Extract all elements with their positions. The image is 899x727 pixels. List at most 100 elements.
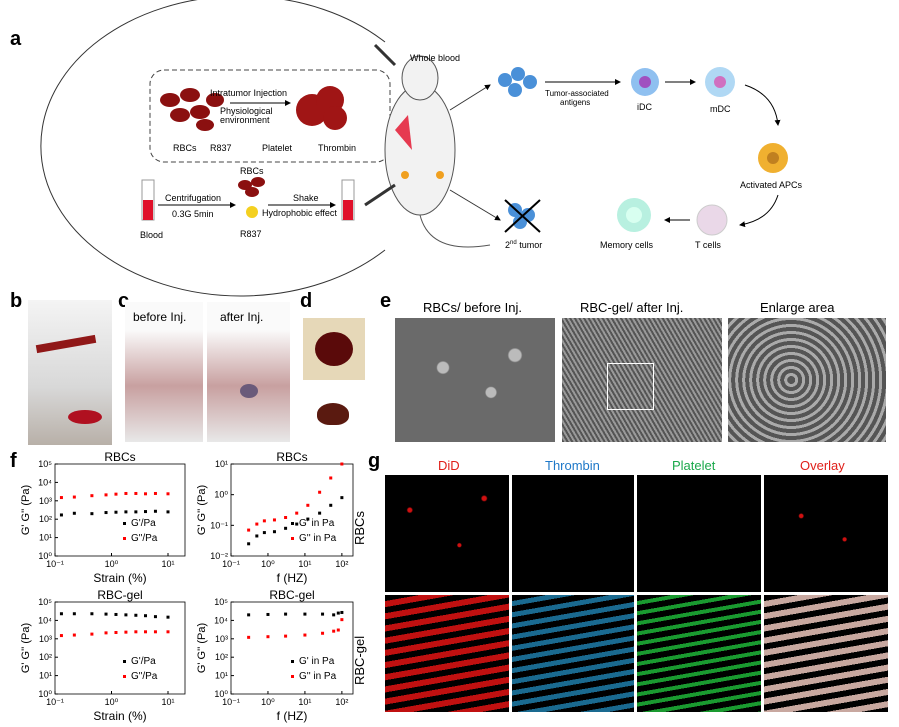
row-label-rbcs: RBCs — [352, 511, 367, 545]
data-point — [247, 528, 251, 532]
data-point — [295, 511, 299, 515]
data-point — [59, 513, 63, 517]
data-point — [255, 522, 259, 526]
sem-rbcs — [395, 318, 555, 442]
tumor-marker — [395, 115, 412, 150]
legend-marker — [291, 660, 294, 663]
legend-label: G"/Pa — [131, 671, 158, 682]
fluor-rbcs-did — [385, 475, 509, 592]
data-point — [144, 492, 148, 496]
data-point — [72, 495, 76, 499]
data-point — [247, 613, 251, 617]
fluor-rbcs-platelet — [637, 475, 761, 592]
y-tick-label: 10² — [39, 652, 52, 662]
x-tick-label: 10¹ — [298, 559, 311, 569]
data-point — [114, 492, 118, 496]
data-point — [134, 613, 138, 617]
panel-label-f: f — [10, 450, 17, 472]
data-point — [144, 510, 148, 514]
sem-title-2: RBC-gel/ after Inj. — [580, 300, 684, 315]
syringe-bottom — [364, 183, 396, 207]
data-point — [72, 511, 76, 515]
chart-frame — [230, 601, 354, 695]
legend-marker — [123, 675, 126, 678]
gel-photo-top — [303, 318, 365, 380]
legend-marker — [291, 537, 294, 540]
data-point — [166, 615, 170, 619]
fluor-gel-overlay — [764, 595, 888, 712]
data-point — [90, 494, 94, 498]
y-tick-label: 10⁴ — [214, 615, 228, 625]
data-point — [321, 612, 325, 616]
data-point — [166, 492, 170, 496]
fluor-rbcs-thrombin — [512, 475, 634, 592]
tubes — [141, 179, 355, 221]
data-point — [272, 518, 276, 522]
data-point — [340, 462, 344, 466]
data-point — [318, 511, 322, 515]
y-tick-label: 10⁵ — [38, 597, 52, 607]
y-tick-label: 10² — [215, 652, 228, 662]
schematic-diagram — [40, 0, 788, 297]
label-activated-apcs: Activated APCs — [740, 180, 803, 190]
label-shake: Shake — [293, 193, 319, 203]
y-tick-label: 10³ — [39, 496, 52, 506]
data-point — [166, 510, 170, 514]
legend-label: G' in Pa — [299, 656, 335, 667]
x-tick-label: 10² — [335, 697, 348, 707]
chart-title: RBC-gel — [269, 588, 314, 602]
data-point — [266, 635, 270, 639]
chart-xlabel: Strain (%) — [93, 709, 146, 723]
y-tick-label: 10¹ — [39, 533, 52, 543]
syringe-photo — [28, 300, 112, 445]
chart-title: RBCs — [104, 450, 135, 464]
x-tick-label: 10⁻¹ — [46, 697, 64, 707]
label-idc: iDC — [637, 102, 652, 112]
panel-label-a: a — [10, 28, 22, 50]
y-tick-label: 10⁰ — [214, 689, 228, 699]
y-tick-label: 10⁴ — [38, 615, 52, 625]
label-before-inj: before Inj. — [133, 310, 187, 324]
label-centri-cond: 0.3G 5min — [172, 209, 214, 219]
sem-title-1: RBCs/ before Inj. — [423, 300, 522, 315]
rbc-cluster — [160, 88, 224, 131]
r837-cluster — [246, 206, 258, 218]
x-tick-label: 10⁰ — [261, 559, 275, 569]
data-point — [247, 635, 251, 639]
data-point — [284, 612, 288, 616]
data-point — [153, 491, 157, 495]
chart-xlabel: f (HZ) — [277, 571, 308, 585]
col-label-did: DiD — [438, 458, 460, 473]
data-point — [247, 542, 251, 546]
data-point — [124, 491, 128, 495]
data-point — [295, 522, 299, 526]
label-environment: environment — [220, 115, 270, 125]
panel-label-g: g — [368, 450, 381, 472]
big-arc — [40, 0, 386, 297]
chart-xlabel: Strain (%) — [93, 571, 146, 585]
data-point — [153, 509, 157, 513]
x-tick-label: 10⁻¹ — [46, 559, 64, 569]
data-point — [262, 531, 266, 535]
label-mdc: mDC — [710, 104, 731, 114]
legend-label: G'/Pa — [131, 518, 156, 529]
label-tumor-antigens: Tumor-associated — [545, 89, 609, 98]
data-point — [306, 517, 310, 521]
data-point — [59, 634, 63, 638]
legend-r837: R837 — [210, 143, 232, 153]
chart-xlabel: f (HZ) — [277, 709, 308, 723]
chart-frame — [54, 463, 186, 557]
y-tick-label: 10¹ — [215, 459, 228, 469]
data-point — [321, 631, 325, 635]
y-tick-label: 10⁰ — [38, 551, 52, 561]
data-point — [266, 612, 270, 616]
data-point — [114, 510, 118, 514]
label-intratumor: Intratumor Injection — [210, 88, 288, 98]
legend-label: G"/Pa — [131, 533, 158, 544]
label-hydrophobic: Hydrophobic effect — [262, 208, 337, 218]
legend-label: G'' in Pa — [299, 671, 337, 682]
y-tick-label: 10¹ — [215, 671, 228, 681]
legend-label: G'/Pa — [131, 656, 156, 667]
